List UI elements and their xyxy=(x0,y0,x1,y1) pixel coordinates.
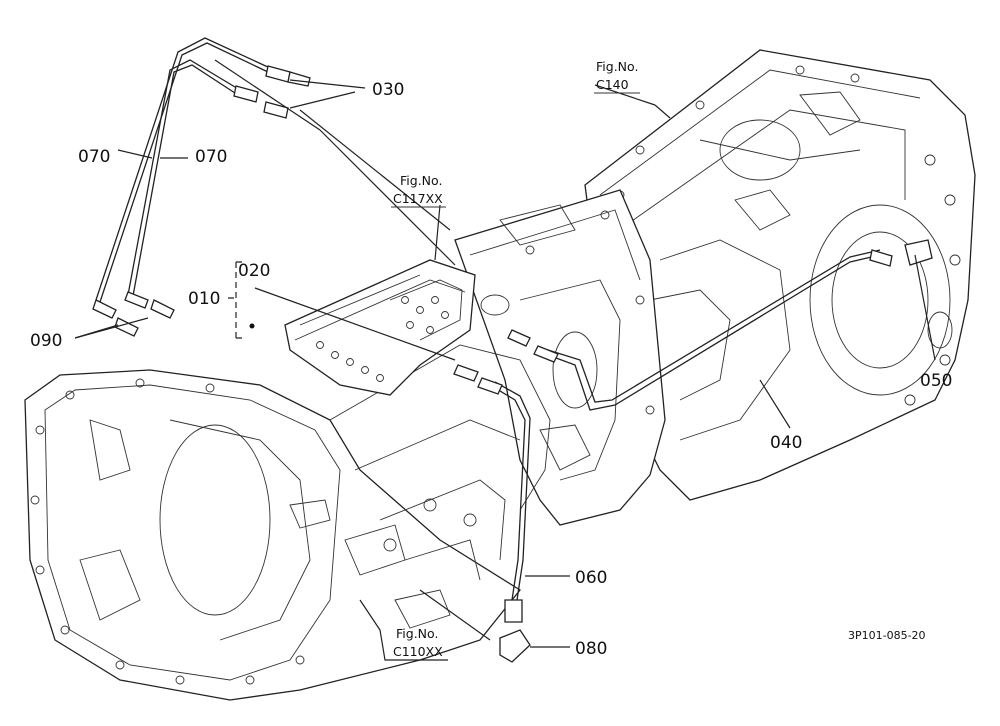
fitting-090-b xyxy=(124,291,175,319)
part-label-080: 080 xyxy=(575,639,607,659)
figref-c117-title: Fig.No. xyxy=(400,173,442,188)
front-clutch-housing xyxy=(24,344,551,701)
figref-c140-number: C140 xyxy=(596,77,629,92)
middle-case xyxy=(454,189,666,526)
rear-transmission-case xyxy=(584,49,976,501)
fitting-030-b xyxy=(233,85,289,119)
part-label-020: 020 xyxy=(238,261,270,281)
part-label-030: 030 xyxy=(372,80,404,100)
part-label-070-outer: 070 xyxy=(78,147,110,167)
part-label-070-inner: 070 xyxy=(195,147,227,167)
part-label-050: 050 xyxy=(920,371,952,391)
pointer-dot xyxy=(249,323,255,329)
valve-block xyxy=(284,259,510,396)
figref-c117-number: C117XX xyxy=(393,191,443,206)
part-label-060: 060 xyxy=(575,568,607,588)
figref-c140-title: Fig.No. xyxy=(596,59,638,74)
figref-c110-title: Fig.No. xyxy=(396,626,438,641)
part-label-040: 040 xyxy=(770,433,802,453)
fitting-050 xyxy=(869,239,933,267)
fitting-060-top xyxy=(453,364,503,395)
leader-lines xyxy=(74,59,936,661)
pipe-070-inner xyxy=(127,59,241,297)
pipe-060 xyxy=(489,381,531,601)
fitting-090-a xyxy=(92,299,139,337)
pipe-070-outer xyxy=(95,37,271,303)
diagram-code: 3P101-085-20 xyxy=(848,629,926,642)
part-label-010: 010 xyxy=(188,289,220,309)
figref-c110-number: C110XX xyxy=(393,644,443,659)
fitting-030-a xyxy=(265,65,311,87)
fitting-040-left xyxy=(507,329,559,363)
pipe-040 xyxy=(547,249,881,411)
fitting-080 xyxy=(499,599,531,663)
part-label-090: 090 xyxy=(30,331,62,351)
